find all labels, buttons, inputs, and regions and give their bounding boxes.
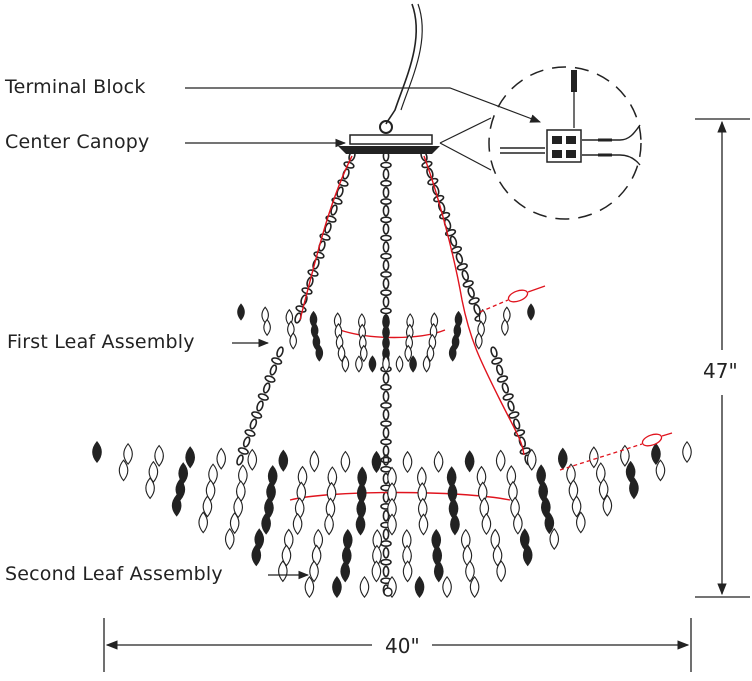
second-leaf-assembly [92, 440, 692, 599]
bulb-icon [479, 285, 673, 471]
terminal-block-label: Terminal Block [5, 76, 146, 98]
first-leaf-assembly-label: First Leaf Assembly [7, 331, 195, 353]
center-canopy [338, 120, 440, 154]
width-value: 40" [385, 634, 420, 658]
second-leaf-assembly-label: Second Leaf Assembly [5, 563, 223, 585]
suspension-cable [385, 3, 417, 125]
height-value: 47" [703, 359, 738, 383]
center-canopy-label: Center Canopy [5, 131, 150, 153]
leader-lines [185, 87, 542, 580]
width-dimension [103, 618, 692, 672]
height-dimension [695, 118, 750, 598]
terminal-block-detail [439, 66, 642, 220]
first-leaf-assembly [237, 303, 535, 373]
